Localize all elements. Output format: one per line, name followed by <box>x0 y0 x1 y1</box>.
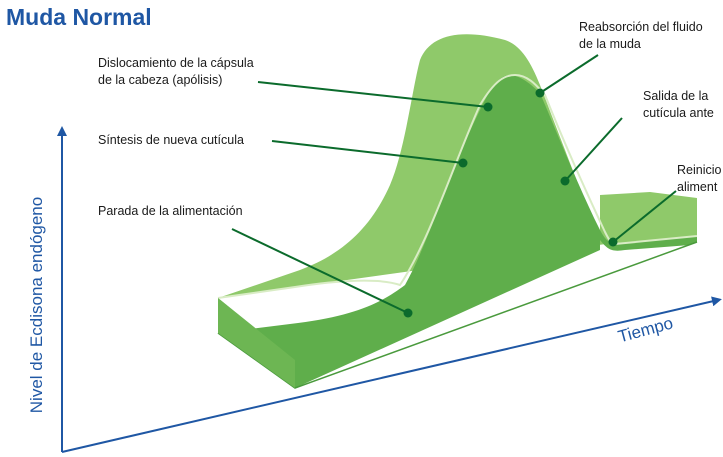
annotation-reabsorcion: Reabsorción del fluido de la muda <box>579 19 703 53</box>
annotation-salida-line-2: cutícula ante <box>643 106 714 120</box>
marker-salida <box>560 176 570 186</box>
annotation-parada-line-1: Parada de la alimentación <box>98 204 243 218</box>
annotation-reinicio-line-1: Reinicio <box>677 163 722 177</box>
leader-line-reabsorcion <box>539 54 599 94</box>
annotation-sintesis-line-1: Síntesis de nueva cutícula <box>98 133 244 147</box>
annotation-sintesis: Síntesis de nueva cutícula <box>98 132 244 149</box>
y-axis-label: Nivel de Ecdisona endógeno <box>27 196 46 414</box>
annotation-reabsorcion-line-2: de la muda <box>579 37 641 51</box>
annotation-reinicio-line-2: aliment <box>677 180 718 194</box>
ribbon-front-face <box>218 75 697 388</box>
annotation-salida-line-1: Salida de la <box>643 89 709 103</box>
ribbon-top-edge <box>217 73 698 299</box>
leader-line-apolisis <box>257 81 489 108</box>
annotation-reinicio: Reinicio aliment <box>677 162 721 196</box>
annotation-apolisis-line-2: de la cabeza (apólisis) <box>98 73 223 87</box>
leader-line-salida <box>564 117 623 182</box>
leader-line-parada <box>231 228 409 314</box>
leader-line-reinicio <box>612 190 677 243</box>
annotation-apolisis-line-1: Dislocamiento de la cápsula <box>98 56 254 70</box>
annotation-salida: Salida de la cutícula ante <box>643 88 714 122</box>
marker-apolisis <box>483 102 493 112</box>
marker-reabsorcion <box>535 88 545 98</box>
marker-sintesis <box>458 158 468 168</box>
marker-reinicio <box>608 237 618 247</box>
ribbon-side <box>218 298 295 388</box>
diagram-title: Muda Normal <box>6 4 152 30</box>
x-axis-line <box>61 296 722 453</box>
annotation-parada: Parada de la alimentación <box>98 203 243 220</box>
marker-parada <box>403 308 413 318</box>
annotation-reabsorcion-line-1: Reabsorción del fluido <box>579 20 703 34</box>
leader-line-sintesis <box>271 140 464 164</box>
annotation-apolisis: Dislocamiento de la cápsula de la cabeza… <box>98 55 254 89</box>
